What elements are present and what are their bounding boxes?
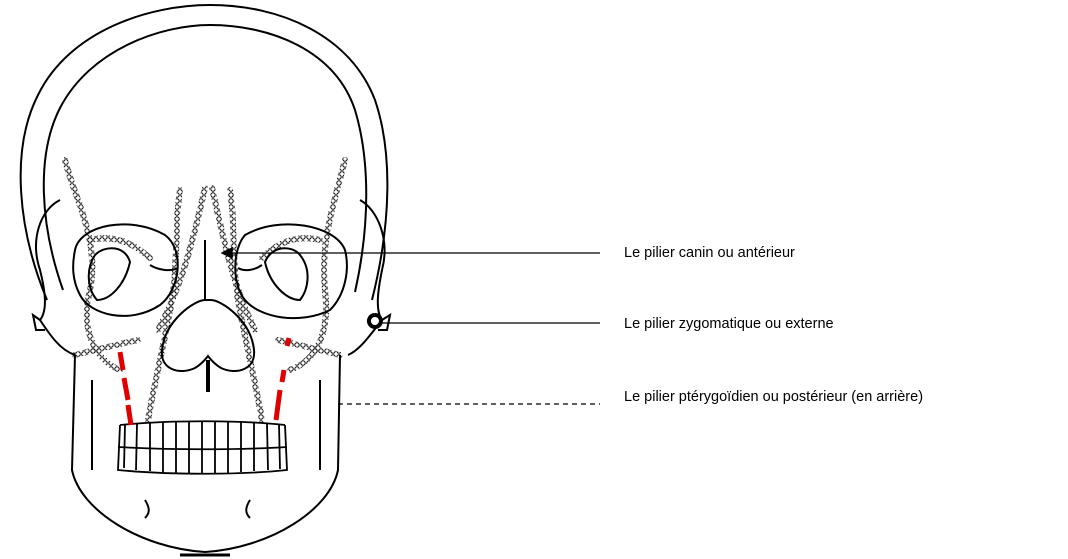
label-pilier-zygomatique: Le pilier zygomatique ou externe [624,315,834,333]
pointer-lines [222,248,600,404]
left-highlight-upper [120,352,123,370]
right-highlight-middle [282,370,284,382]
right-highlight-top [287,338,289,346]
left-highlight-lower [128,405,131,425]
left-highlight-middle [124,378,128,400]
highlight-markers [120,338,289,425]
label-pilier-canin: Le pilier canin ou antérieur [624,244,795,262]
label-pilier-pterygoidien: Le pilier ptérygoïdien ou postérieur (en… [624,388,923,406]
maxilla-teeth [118,421,287,474]
right-highlight-lower [276,390,280,420]
